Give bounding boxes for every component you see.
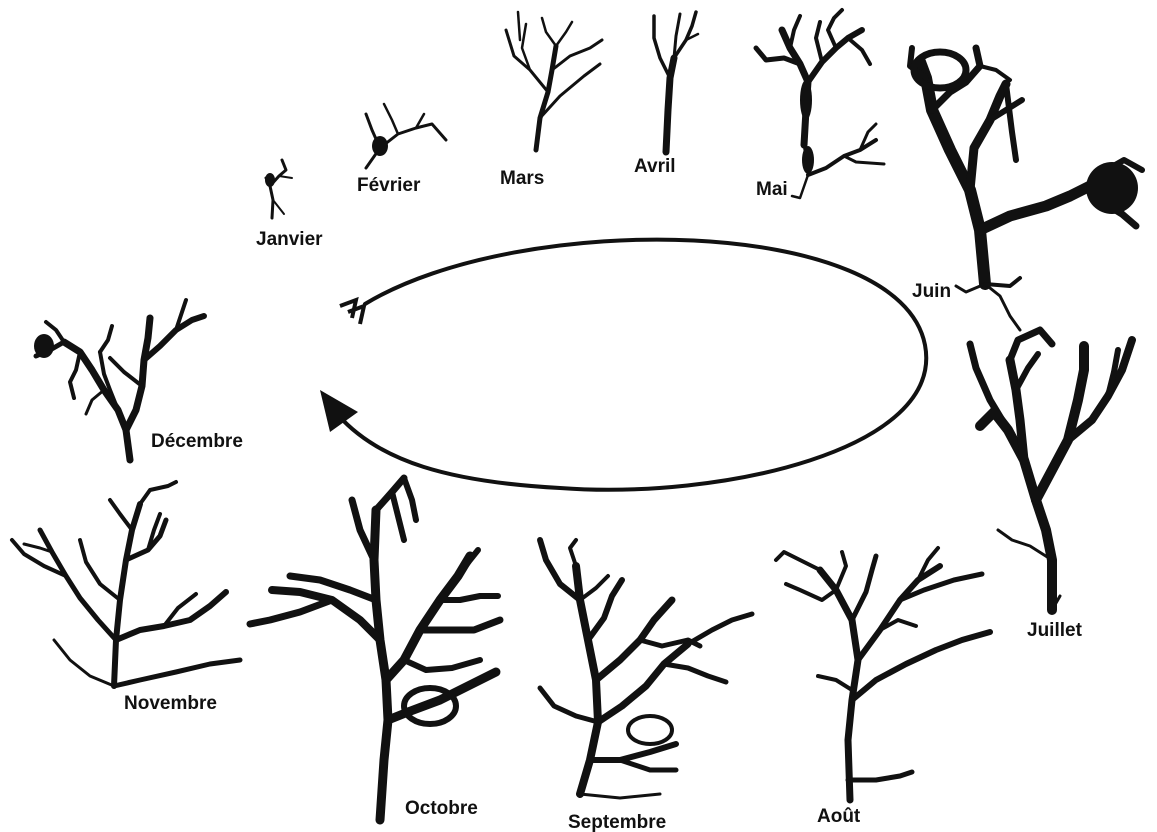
month-label-juillet: Juillet: [1027, 621, 1082, 640]
month-label-aout: Août: [817, 807, 860, 826]
seaweed-fevrier-icon: [366, 104, 446, 168]
month-label-novembre: Novembre: [124, 694, 217, 713]
month-label-avril: Avril: [634, 157, 676, 176]
seaweed-aout-icon: [776, 548, 990, 800]
seaweed-septembre-icon: [540, 540, 752, 798]
month-label-juin: Juin: [912, 282, 951, 301]
month-label-fevrier: Février: [357, 176, 420, 195]
month-label-septembre: Septembre: [568, 813, 666, 832]
seaweed-avril-icon: [654, 12, 698, 152]
month-label-octobre: Octobre: [405, 799, 478, 818]
cycle-arrow-icon: [338, 240, 926, 490]
seaweed-octobre-icon: [250, 478, 500, 820]
seaweed-janvier-icon: [265, 160, 292, 218]
month-label-janvier: Janvier: [256, 230, 323, 249]
seaweed-mars-icon: [506, 12, 602, 150]
cycle-arrowhead-icon: [320, 390, 358, 432]
cycle-start-chevron-icon: [340, 300, 364, 324]
cycle-ellipse-path: [338, 240, 926, 490]
seaweed-juillet-icon: [970, 330, 1132, 610]
seaweed-mai-icon: [756, 10, 884, 198]
month-label-decembre: Décembre: [151, 432, 243, 451]
seaweed-novembre-icon: [12, 482, 240, 686]
month-label-mars: Mars: [500, 169, 544, 188]
month-label-mai: Mai: [756, 180, 788, 199]
